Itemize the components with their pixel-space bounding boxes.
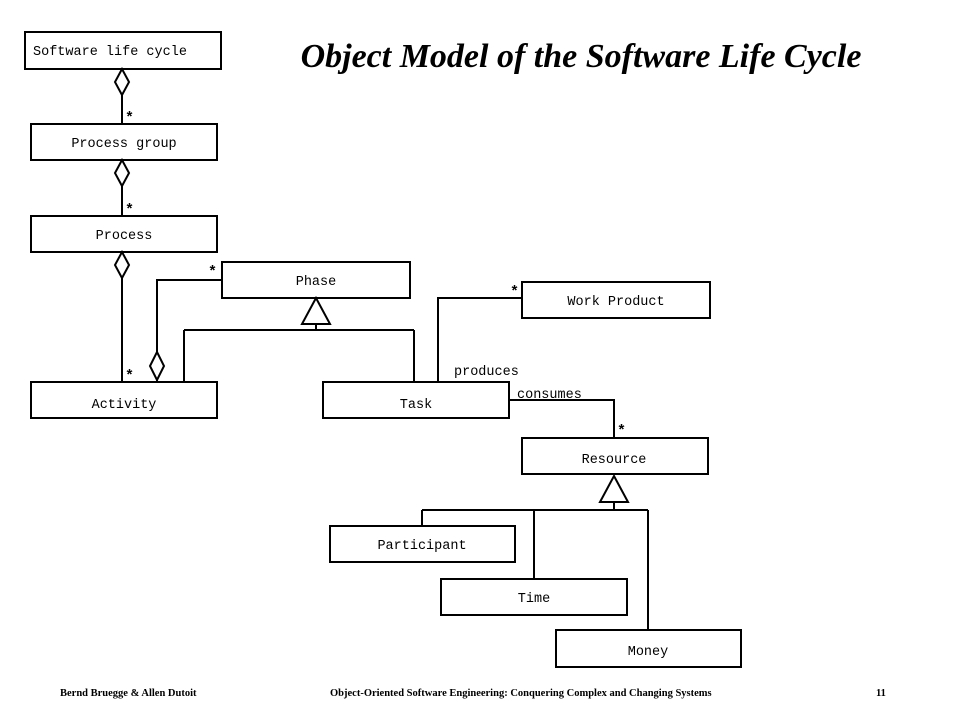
label-participant: Participant bbox=[377, 539, 466, 554]
label-produces: produces bbox=[454, 365, 519, 380]
multiplicity-activity: * bbox=[125, 368, 134, 385]
label-time: Time bbox=[518, 592, 550, 607]
label-process: Process bbox=[96, 229, 153, 244]
class-activity bbox=[30, 381, 218, 419]
association-consumes bbox=[509, 399, 615, 438]
aggregation-diamond-process-group bbox=[113, 157, 131, 189]
class-software-life-cycle bbox=[24, 31, 222, 70]
aggregation-line-activity-phase bbox=[156, 279, 222, 352]
class-work-product bbox=[521, 281, 711, 319]
label-activity: Activity bbox=[92, 398, 157, 413]
label-process-group: Process group bbox=[71, 137, 176, 152]
label-consumes: consumes bbox=[517, 388, 582, 403]
class-task bbox=[322, 381, 510, 419]
label-software-life-cycle: Software life cycle bbox=[33, 45, 187, 60]
aggregation-diamond-process bbox=[113, 249, 131, 281]
multiplicity-process: * bbox=[125, 202, 134, 219]
footer-page-number: 11 bbox=[876, 688, 886, 699]
label-phase: Phase bbox=[296, 275, 337, 290]
multiplicity-resource: * bbox=[617, 423, 626, 440]
label-work-product: Work Product bbox=[567, 295, 664, 310]
label-resource: Resource bbox=[582, 453, 647, 468]
generalization-triangle-phase bbox=[300, 295, 332, 325]
aggregation-diamond-software-life-cycle bbox=[113, 66, 131, 98]
class-process-group bbox=[30, 123, 218, 161]
multiplicity-process-group: * bbox=[125, 110, 134, 127]
multiplicity-phase: * bbox=[208, 264, 217, 281]
label-money: Money bbox=[628, 645, 669, 660]
aggregation-diamond-activity bbox=[148, 349, 166, 383]
class-process bbox=[30, 215, 218, 253]
class-resource bbox=[521, 437, 709, 475]
page-title: Object Model of the Software Life Cycle bbox=[300, 38, 862, 75]
multiplicity-work-product: * bbox=[510, 284, 519, 301]
label-task: Task bbox=[400, 398, 432, 413]
footer-book-title: Object-Oriented Software Engineering: Co… bbox=[330, 688, 712, 699]
association-produces bbox=[437, 297, 522, 382]
class-money bbox=[555, 629, 742, 668]
class-participant bbox=[329, 525, 516, 563]
generalization-triangle-resource bbox=[598, 473, 630, 503]
footer-authors: Bernd Bruegge & Allen Dutoit bbox=[60, 688, 197, 699]
